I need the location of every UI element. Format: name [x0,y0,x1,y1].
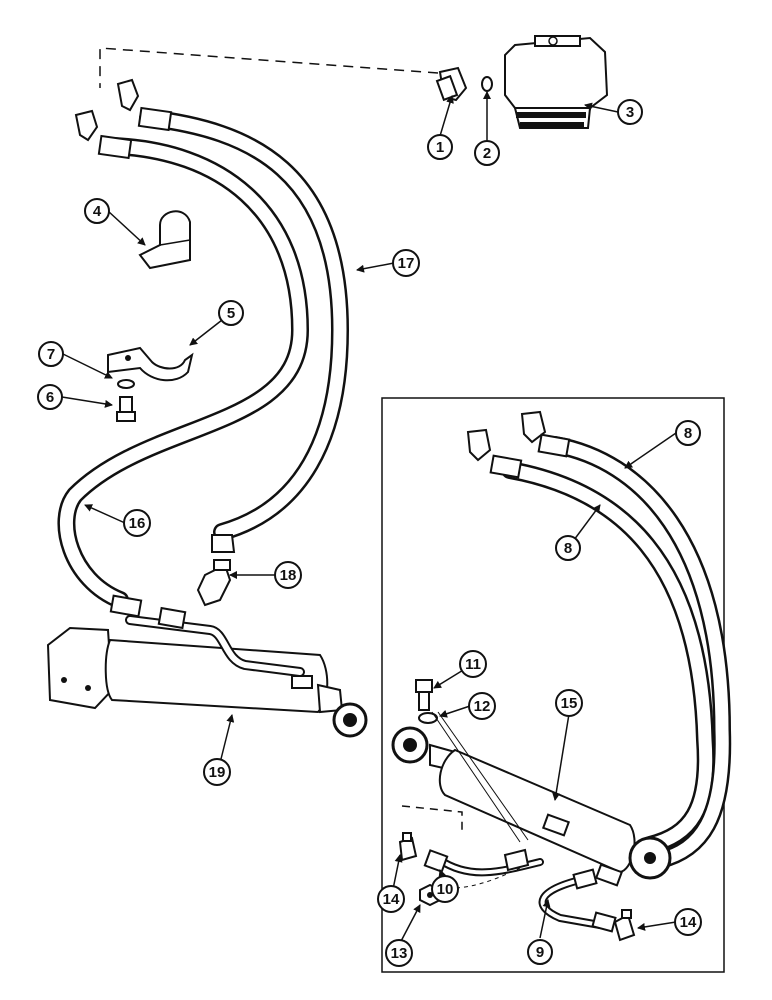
callout-14-right: 14 [674,908,702,936]
clamp-bracket [107,346,194,382]
hose-16 [57,137,310,609]
svg-text:4: 4 [93,203,102,220]
svg-text:2: 2 [483,145,491,162]
lock-washer [117,379,135,389]
mount-guide-line [431,711,529,843]
svg-text:1: 1 [436,139,444,156]
dashed-connector-line [99,47,439,88]
callout-10: 10 [431,875,459,903]
callout-15: 15 [555,689,583,717]
hose-17 [139,109,350,541]
svg-text:16: 16 [129,515,146,532]
svg-text:17: 17 [398,255,415,272]
elbow-fitting-top [435,66,468,102]
callout-8-upper: 8 [675,420,701,446]
elbow-fitting-14-right [613,909,636,942]
svg-text:7: 7 [47,346,55,363]
callout-18: 18 [274,561,302,589]
elbow-fitting-14-left [398,832,418,862]
washer-12 [418,712,438,724]
steering-motor-unit [504,35,609,129]
callout-17: 17 [392,249,420,277]
svg-text:12: 12 [474,698,491,715]
hoses-8 [466,410,732,869]
svg-text:9: 9 [536,944,544,961]
callout-8-lower: 8 [555,535,581,561]
callout-14-left: 14 [377,885,405,913]
pipe-10 [423,848,544,877]
callout-16: 16 [123,509,151,537]
svg-text:3: 3 [626,104,634,121]
callout-3: 3 [617,99,643,125]
svg-text:11: 11 [465,656,481,673]
svg-text:14: 14 [383,891,400,908]
steering-cylinder-left [46,594,368,738]
callout-13: 13 [385,939,413,967]
svg-text:8: 8 [564,540,572,557]
bolt [116,396,136,422]
svg-text:19: 19 [209,764,226,781]
svg-text:14: 14 [680,914,697,931]
svg-text:10: 10 [437,881,454,898]
callout-12: 12 [468,692,496,720]
svg-text:8: 8 [684,425,692,442]
bolt-11 [415,679,433,711]
elbow-fitting-18 [196,534,236,607]
svg-text:6: 6 [46,389,54,406]
steering-cylinder-inset [391,726,672,887]
dashed-bracket [401,805,463,830]
callout-1: 1 [427,134,453,160]
svg-text:13: 13 [391,945,408,962]
callout-7: 7 [38,341,64,367]
callout-2: 2 [474,140,500,166]
callout-4: 4 [84,198,110,224]
callout-6: 6 [37,384,63,410]
callout-9: 9 [527,939,553,965]
callout-11: 11 [459,650,487,678]
svg-text:18: 18 [280,567,297,584]
svg-text:15: 15 [561,695,578,712]
o-ring [481,76,493,92]
hose-end-fittings-top [74,78,173,160]
svg-text:5: 5 [227,305,235,322]
callout-19: 19 [203,758,231,786]
hose-clamp [138,210,191,270]
callout-5: 5 [218,300,244,326]
